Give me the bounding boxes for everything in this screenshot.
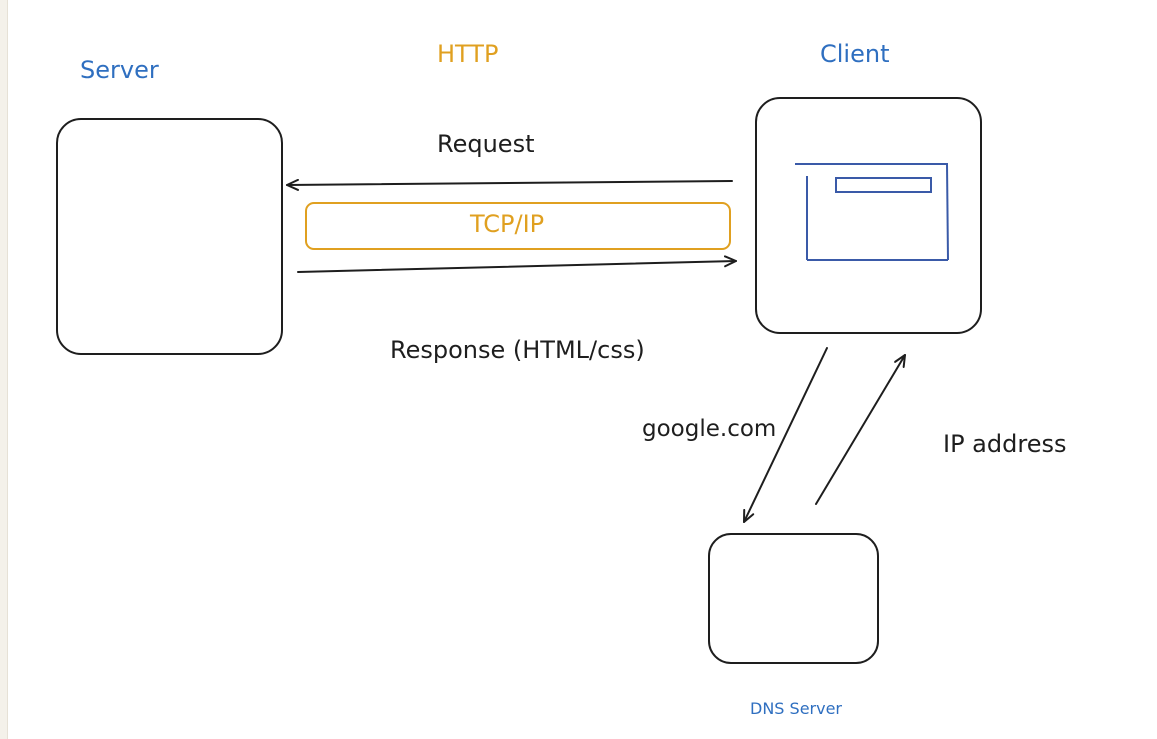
dns-server-box xyxy=(708,533,879,664)
http-label: HTTP xyxy=(437,40,499,68)
response-label: Response (HTML/css) xyxy=(390,336,645,364)
request-label: Request xyxy=(437,130,535,158)
server-box xyxy=(56,118,283,355)
dns-server-label: DNS Server xyxy=(750,699,842,718)
dns-query-arrow xyxy=(743,347,828,523)
ip-address-label: IP address xyxy=(943,430,1067,458)
tcpip-band xyxy=(305,202,731,250)
request-arrow xyxy=(286,178,733,191)
response-arrow xyxy=(297,255,737,273)
server-label: Server xyxy=(80,56,159,84)
client-label: Client xyxy=(820,40,890,68)
dns-response-arrow xyxy=(815,354,906,505)
left-margin-rule xyxy=(0,0,8,739)
browser-window-icon xyxy=(795,163,949,261)
tcpip-label: TCP/IP xyxy=(470,210,545,238)
client-box xyxy=(755,97,982,334)
google-label: google.com xyxy=(642,416,777,442)
